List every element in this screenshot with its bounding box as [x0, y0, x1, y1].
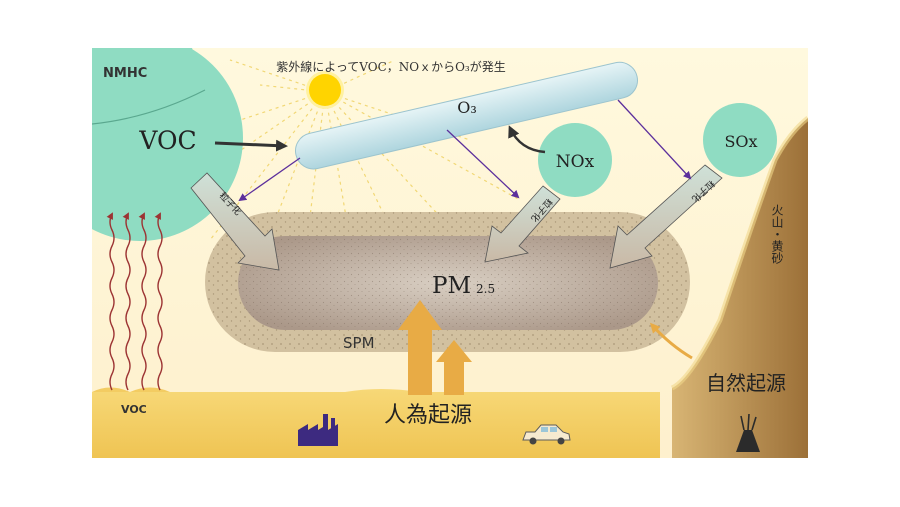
volcano-icon — [736, 413, 760, 452]
sun-icon — [306, 71, 344, 109]
voc-ground-label: VOC — [121, 403, 147, 416]
conversion-arrow-right — [609, 164, 723, 269]
pm25-label: PM 2.5 — [432, 273, 495, 299]
conversion-arrow-middle — [484, 185, 561, 263]
gold-arrow-small — [436, 340, 472, 395]
pm25-sub-label: 2.5 — [476, 282, 495, 296]
anthropogenic-label: 人為起源 — [384, 403, 472, 428]
arrow-o3-to-left — [238, 157, 301, 202]
arrow-o3-to-middle — [446, 129, 520, 199]
photochemical-arrows — [238, 99, 692, 202]
gold-arrow-large — [398, 300, 442, 395]
volcano-mountain — [672, 118, 808, 458]
volcano-sand-label: 火山・黄砂 — [770, 204, 784, 264]
spm-label: SPM — [343, 334, 375, 352]
natural-label: 自然起源 — [706, 371, 786, 395]
natural-source-arrow — [649, 322, 693, 360]
nmhc-label: NMHC — [103, 66, 147, 81]
car-icon — [522, 424, 571, 445]
voc-emission-waves — [106, 212, 163, 391]
sox-label: SOx — [724, 132, 757, 151]
nox-to-o3-arrow — [508, 125, 546, 154]
sox-cloud — [703, 103, 777, 177]
anthropogenic-arrows — [398, 300, 472, 395]
ground — [92, 389, 660, 458]
ozone-tube — [295, 61, 638, 170]
arrow-o3-to-right — [617, 99, 692, 180]
factory-icon — [298, 414, 338, 446]
nmhc-voc-boundary — [92, 89, 206, 125]
pm25-main-label: PM — [432, 273, 471, 299]
o3-label: O₃ — [457, 98, 477, 117]
nox-cloud — [538, 123, 612, 197]
nox-label: NOx — [556, 152, 595, 172]
voc-to-o3-arrow — [214, 139, 288, 152]
caption-text: 紫外線によってVOC，NOｘからO₃が発生 — [276, 59, 506, 74]
voc-cloud-label: VOC — [138, 126, 196, 155]
conversion-arrow-left — [190, 172, 280, 271]
